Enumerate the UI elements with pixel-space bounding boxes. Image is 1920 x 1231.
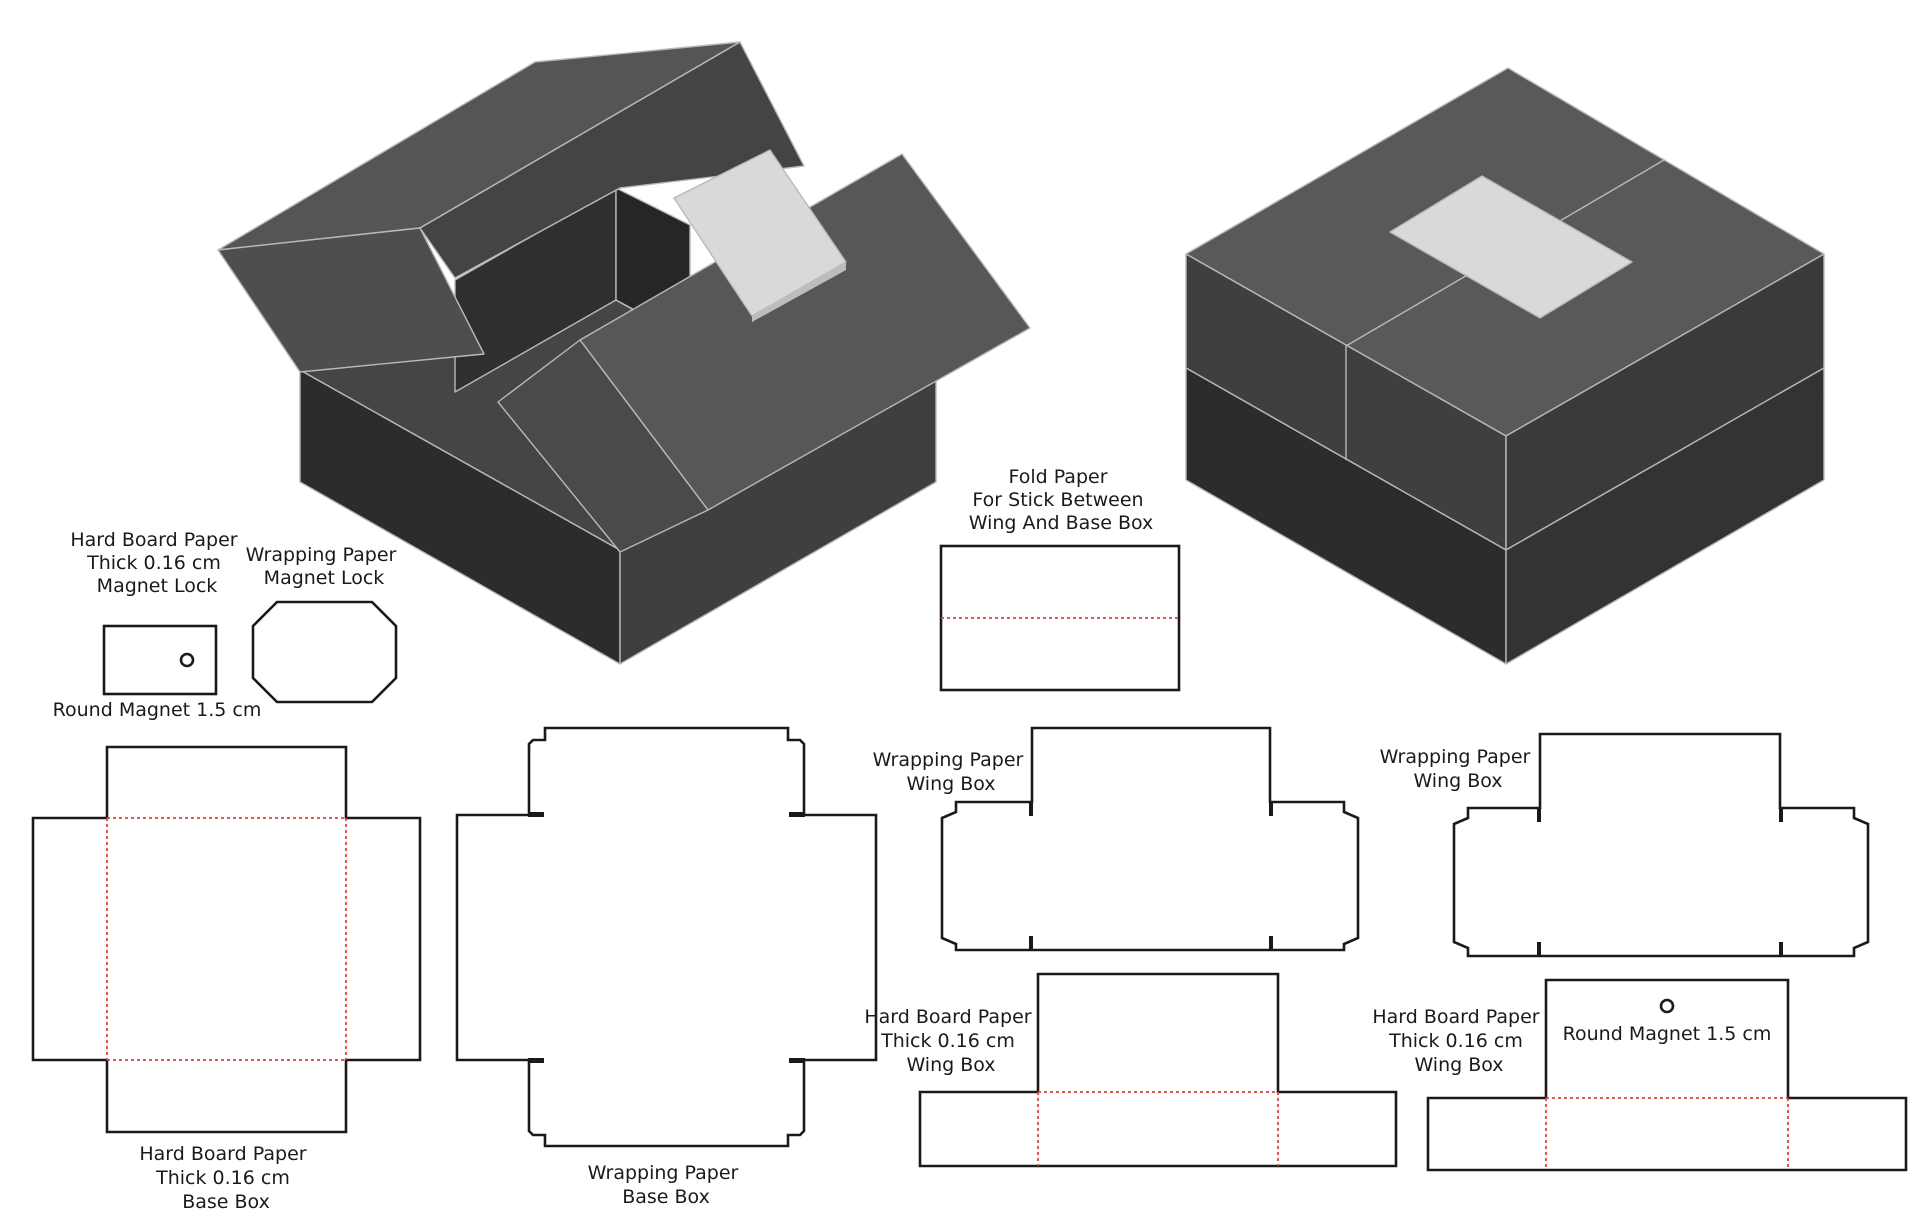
wp-wing-box-1-label-line-2: Wing Box (906, 773, 995, 795)
hb-magnet-lock-label-line-2: Thick 0.16 cm (86, 552, 221, 574)
hb-base-box-label-line-2: Thick 0.16 cm (155, 1167, 290, 1189)
wp-base-box-label: Wrapping Paper Base Box (588, 1162, 745, 1208)
hb-wing-box-1-label-line-2: Thick 0.16 cm (880, 1030, 1015, 1052)
back-wing-flap-side (419, 41, 805, 279)
wp-magnet-lock-panel (251, 600, 398, 704)
fold-paper-part: Fold Paper For Stick Between Wing And Ba… (939, 466, 1181, 692)
wp-magnet-lock-label: Wrapping Paper Magnet Lock (246, 544, 403, 589)
wp-wing-box-1-label: Wrapping Paper Wing Box (873, 749, 1030, 795)
wp-magnet-lock-label-line-1: Wrapping Paper (246, 544, 397, 566)
hb-base-box-label: Hard Board Paper Thick 0.16 cm Base Box (139, 1143, 312, 1213)
hb-wing-box-2-outline (1426, 978, 1908, 1172)
fold-paper-panel (939, 544, 1181, 692)
hb-wing-box-1-label: Hard Board Paper Thick 0.16 cm Wing Box (864, 1006, 1037, 1076)
hb-magnet-lock-label: Hard Board Paper Thick 0.16 cm Magnet Lo… (70, 529, 243, 597)
hb-base-box-label-line-3: Base Box (182, 1191, 270, 1213)
wp-wing-2-notch-bl (1537, 942, 1541, 956)
wp-wing-1-notch-br (1269, 936, 1273, 950)
wp-base-notch-tl (528, 812, 544, 817)
fold-paper-label-line-3: Wing And Base Box (969, 512, 1154, 534)
wp-wing-1-notch-tr (1269, 802, 1273, 816)
fold-paper-label-line-2: For Stick Between (972, 489, 1143, 511)
hb-base-box-label-line-1: Hard Board Paper (139, 1143, 306, 1165)
hb-base-box-cross (31, 745, 422, 1134)
magnet-lock-hardboard-part: Hard Board Paper Thick 0.16 cm Magnet Lo… (53, 529, 262, 721)
fold-paper-label-line-1: Fold Paper (1008, 466, 1107, 488)
closed-box-illustration (1185, 67, 1825, 665)
hardboard-wing-box-2-dieline: Hard Board Paper Thick 0.16 cm Wing Box … (1372, 978, 1908, 1172)
wp-wing-box-2-label-line-2: Wing Box (1413, 770, 1502, 792)
wp-wing-1-notch-tl (1029, 802, 1033, 816)
round-magnet-small-icon (179, 652, 195, 668)
wp-wing-1-notch-bl (1029, 936, 1033, 950)
wp-wing-box-1-label-line-1: Wrapping Paper (873, 749, 1024, 771)
wp-wing-box-2-outline (1452, 732, 1870, 958)
hb-wing-box-1-outline (918, 972, 1398, 1168)
wp-wing-box-1-outline (940, 726, 1360, 952)
magnet-lock-panel-closed (1389, 175, 1633, 319)
wrapping-wing-box-1-dieline: Wrapping Paper Wing Box (873, 726, 1360, 952)
wp-base-box-label-line-1: Wrapping Paper (588, 1162, 739, 1184)
wp-base-box-label-line-2: Base Box (622, 1186, 710, 1208)
wp-wing-box-2-label: Wrapping Paper Wing Box (1380, 746, 1537, 792)
open-box-illustration (217, 41, 1031, 665)
round-magnet-small-label: Round Magnet 1.5 cm (53, 699, 262, 721)
wp-base-box-outline (455, 726, 878, 1148)
front-wing-flap-inner (497, 339, 709, 553)
wp-base-notch-tr (789, 812, 805, 817)
hb-wing-box-2-label-line-1: Hard Board Paper (1372, 1006, 1539, 1028)
closed-box-base-right (1505, 367, 1825, 665)
wp-wing-2-notch-tr (1779, 808, 1783, 822)
hardboard-base-box-dieline: Hard Board Paper Thick 0.16 cm Base Box (31, 745, 422, 1213)
wp-wing-box-2-label-line-1: Wrapping Paper (1380, 746, 1531, 768)
wp-base-notch-br (789, 1058, 805, 1063)
fold-paper-label: Fold Paper For Stick Between Wing And Ba… (969, 466, 1154, 534)
hb-wing-box-1-label-line-3: Wing Box (906, 1054, 995, 1076)
hb-wing-box-2-label-line-2: Thick 0.16 cm (1388, 1030, 1523, 1052)
wp-wing-2-notch-br (1779, 942, 1783, 956)
wrapping-wing-box-2-dieline: Wrapping Paper Wing Box (1380, 732, 1870, 958)
hb-magnet-lock-label-line-1: Hard Board Paper (70, 529, 237, 551)
round-magnet-wing-icon (1659, 998, 1675, 1014)
magnet-lock-panel-open-edge (752, 262, 846, 322)
wrapping-base-box-dieline: Wrapping Paper Base Box (455, 726, 878, 1208)
wp-base-notch-bl (528, 1058, 544, 1063)
round-magnet-wing-label: Round Magnet 1.5 cm (1563, 1023, 1772, 1045)
magnet-lock-wrapping-part: Wrapping Paper Magnet Lock (246, 544, 403, 704)
hb-wing-box-1-label-line-1: Hard Board Paper (864, 1006, 1031, 1028)
hardboard-wing-box-1-dieline: Hard Board Paper Thick 0.16 cm Wing Box (864, 972, 1398, 1168)
left-wing-flap (217, 227, 485, 373)
hb-wing-box-2-label-line-3: Wing Box (1414, 1054, 1503, 1076)
wp-magnet-lock-label-line-2: Magnet Lock (264, 567, 385, 589)
hb-magnet-lock-panel (102, 624, 218, 696)
hb-magnet-lock-label-line-3: Magnet Lock (97, 575, 218, 597)
wp-wing-2-notch-tl (1537, 808, 1541, 822)
hb-wing-box-2-label: Hard Board Paper Thick 0.16 cm Wing Box (1372, 1006, 1545, 1076)
